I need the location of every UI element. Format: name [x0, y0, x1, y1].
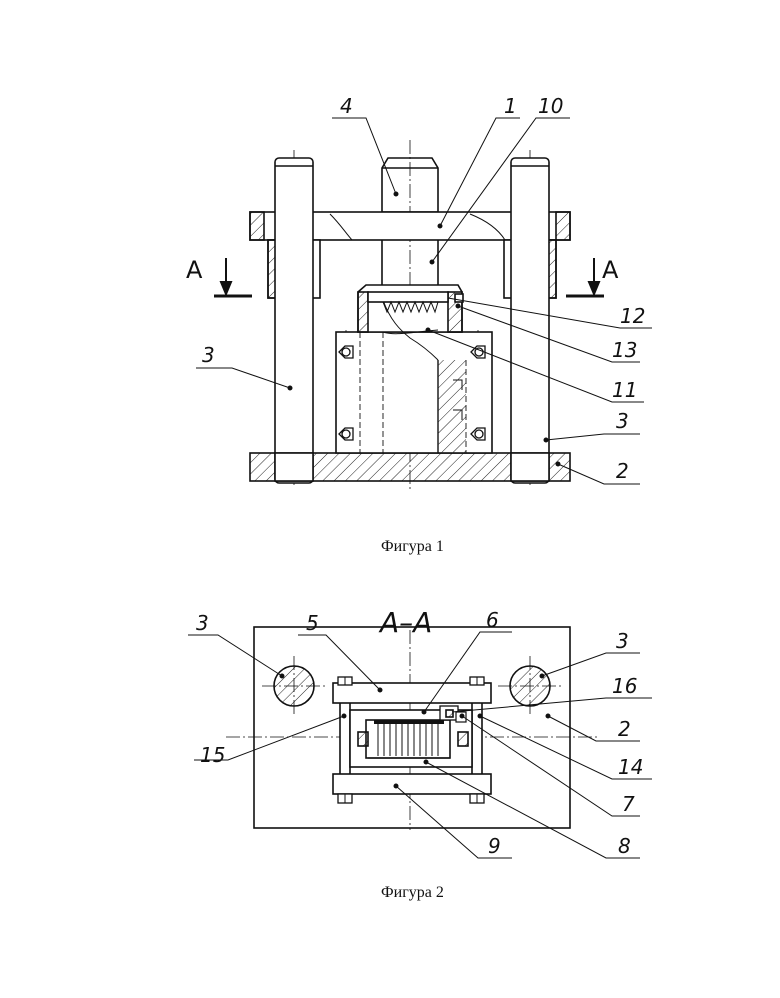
base-plate-part-2 — [250, 453, 570, 481]
callout-14: 14 — [618, 755, 643, 779]
section-arrow-left — [214, 258, 252, 296]
callout-5: 5 — [306, 611, 319, 635]
callout-9: 9 — [488, 834, 501, 858]
callout-15: 15 — [200, 743, 225, 767]
bar-part-5 — [333, 683, 491, 703]
callout-3-left: 3 — [202, 343, 215, 367]
callout-2: 2 — [618, 717, 631, 741]
callout-3-right: 3 — [616, 629, 629, 653]
section-letter-left: А — [186, 256, 203, 284]
section-title: А–А — [378, 606, 432, 639]
figure-2: 3 5 6 3 16 2 14 7 8 9 15 А–А — [188, 606, 652, 858]
callout-3-right: 3 — [616, 409, 629, 433]
column-section-right — [510, 666, 550, 706]
callout-11: 11 — [612, 378, 637, 402]
guide-column-right-part-3 — [511, 158, 549, 483]
callout-13: 13 — [612, 338, 637, 362]
callout-10: 10 — [538, 94, 563, 118]
callout-16: 16 — [612, 674, 637, 698]
column-section-left — [274, 666, 314, 706]
callout-4: 4 — [340, 94, 353, 118]
figure-1: 4 1 10 12 13 11 3 3 2 А А — [186, 94, 652, 490]
figure-2-caption: Фигура 2 — [381, 884, 444, 902]
guide-column-left-part-3 — [275, 158, 313, 483]
callout-2: 2 — [616, 459, 629, 483]
callout-6: 6 — [486, 608, 499, 632]
callout-1: 1 — [504, 94, 517, 118]
pin-part-16 — [446, 710, 453, 717]
die-holder — [336, 332, 492, 453]
callout-7: 7 — [622, 792, 635, 816]
figure-1-caption: Фигура 1 — [381, 538, 444, 556]
die-assembly — [350, 706, 472, 767]
callout-12: 12 — [620, 304, 645, 328]
section-arrow-right — [566, 258, 604, 296]
section-letter-right: А — [602, 256, 619, 284]
callout-3-left: 3 — [196, 611, 209, 635]
callout-8: 8 — [618, 834, 631, 858]
